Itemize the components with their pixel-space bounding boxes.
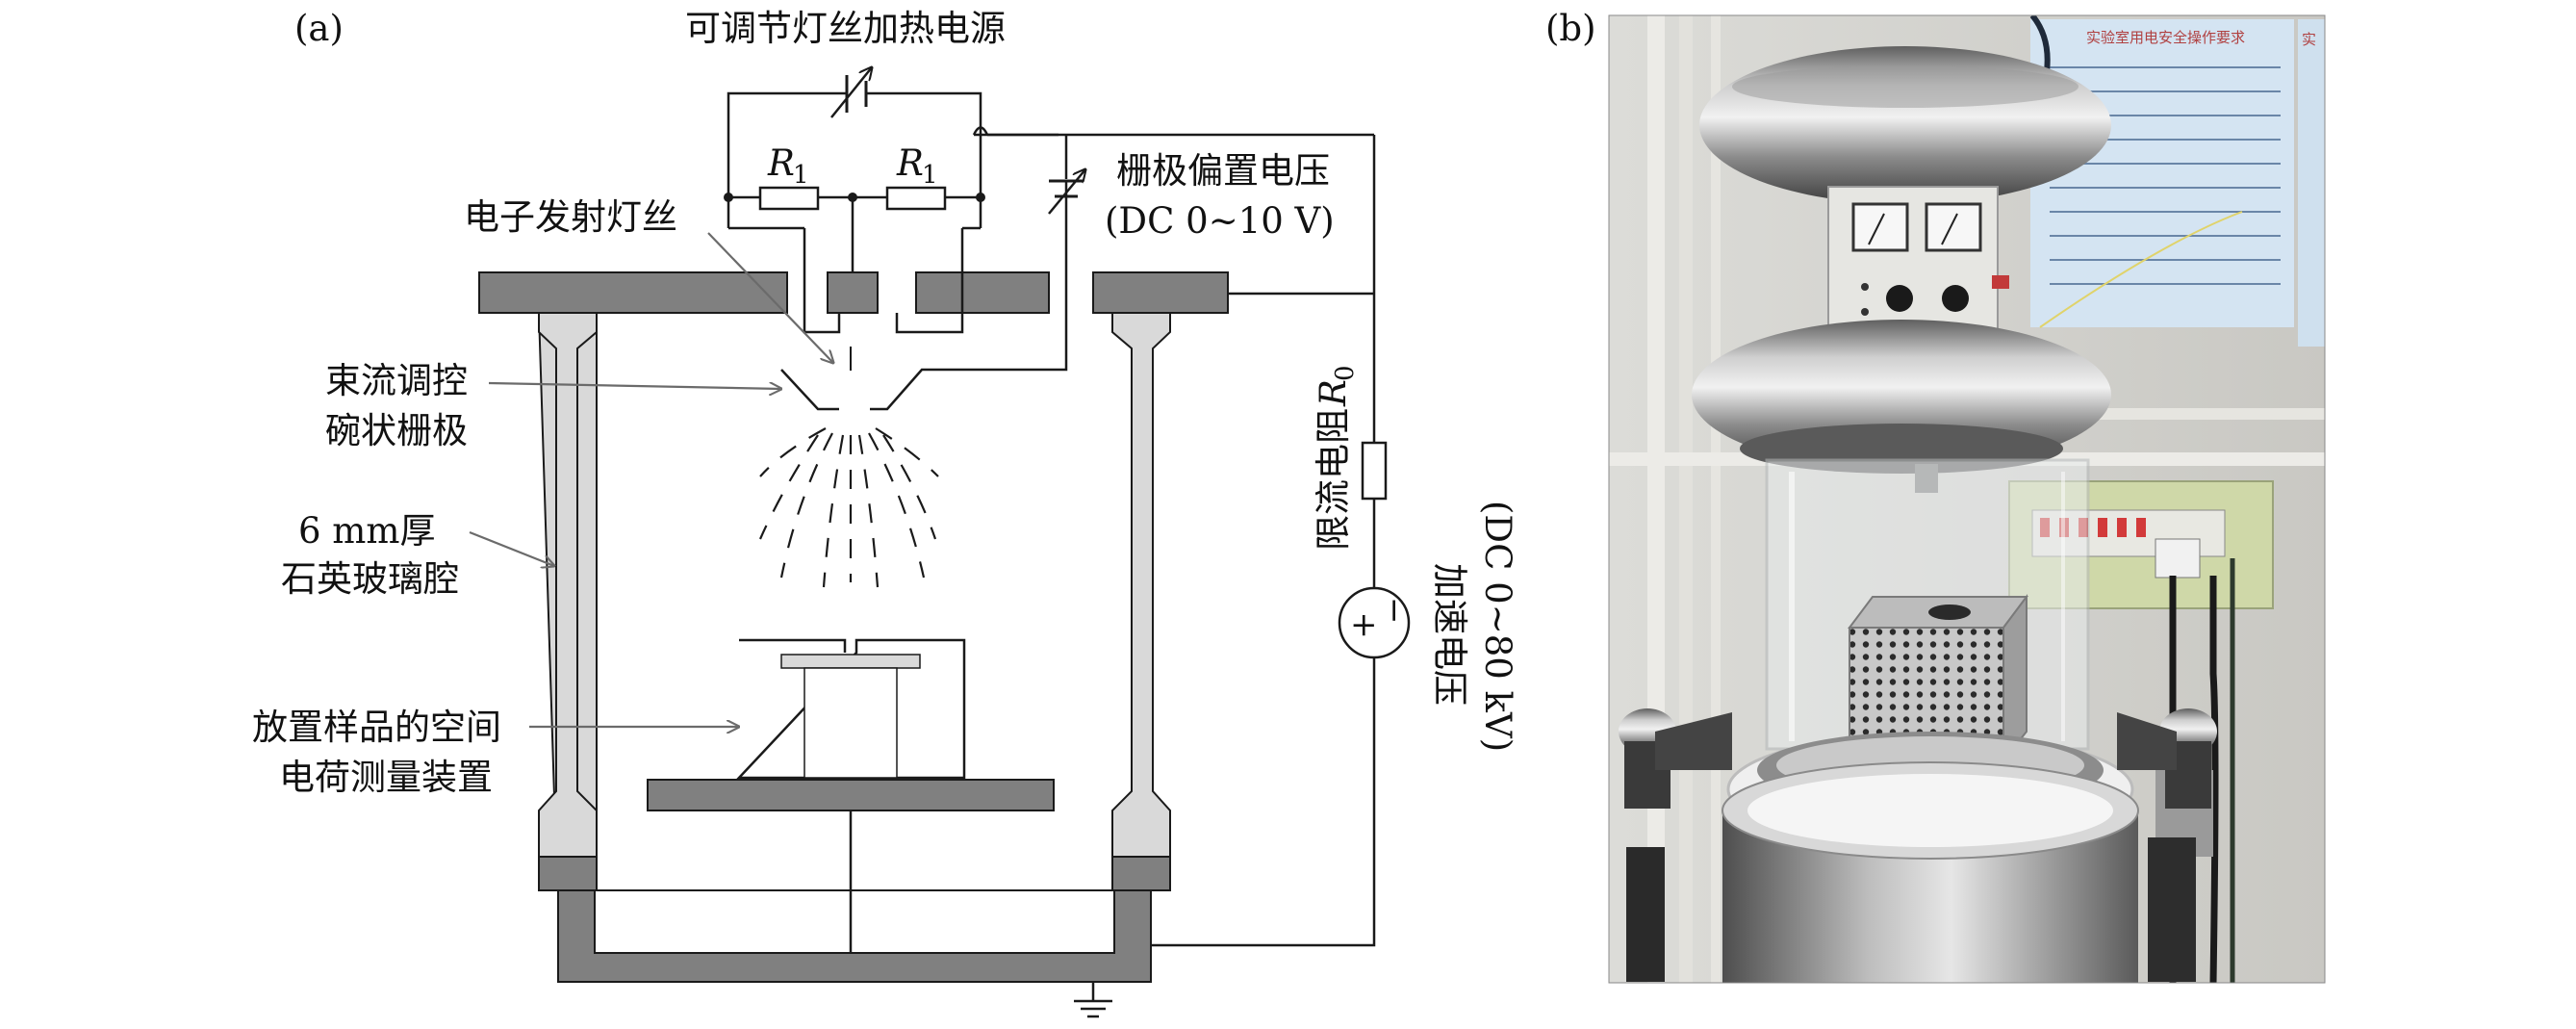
svg-text:1: 1	[922, 161, 938, 190]
accel-label-line2: (DC 0~80 kV)	[1477, 501, 1518, 752]
grid-bias-label-line2: (DC 0~10 V)	[1105, 200, 1335, 242]
svg-text:R: R	[896, 142, 924, 184]
svg-text:1: 1	[793, 161, 809, 190]
device-label-line2: 电荷测量装置	[279, 757, 493, 798]
filament-wire	[803, 228, 841, 334]
grid-label-line2: 碗状栅极	[325, 410, 468, 451]
poster-title-right: 实	[2302, 31, 2316, 48]
heater-supply-label: 可调节灯丝加热电源	[685, 8, 1006, 49]
grid-bias-label-line1: 栅极偏置电压	[1116, 150, 1330, 192]
device-label-line1: 放置样品的空间	[252, 707, 501, 748]
filament-label: 电子发射灯丝	[464, 196, 677, 238]
cavity-label-line2: 石英玻璃腔	[281, 558, 459, 600]
safety-poster	[2030, 19, 2294, 327]
r1-left-label: R 1	[767, 142, 809, 190]
panel-b: (b) 实验室用电安全操作要求	[1545, 8, 2326, 984]
sample-stage-plate	[647, 779, 1055, 811]
svg-text:0: 0	[1331, 365, 1360, 381]
cavity-pointer	[469, 530, 554, 566]
grid-pointer	[488, 383, 781, 389]
top-plate-right	[1092, 271, 1229, 314]
poster-title-left: 实验室用电安全操作要求	[2086, 29, 2245, 46]
heater-circuit	[727, 91, 847, 197]
cavity-right-wall-shape	[1111, 312, 1171, 858]
accel-voltage-label: 加速电压 (DC 0~80 kV)	[1429, 501, 1518, 752]
resistor-r1-left	[758, 186, 820, 211]
top-plate-right-inner	[915, 271, 1050, 314]
bowl-grid	[780, 369, 839, 411]
svg-text:限流电阻: 限流电阻	[1313, 408, 1354, 551]
panel-a: (a)	[252, 8, 1518, 1018]
svg-text:R: R	[1313, 379, 1354, 407]
cavity-label-line1: 6 mm厚	[298, 510, 435, 552]
resistor-r0	[1361, 441, 1388, 501]
source-minus-sign: −	[1375, 597, 1414, 625]
top-plate-center	[827, 271, 879, 314]
source-plus-sign: +	[1350, 605, 1378, 644]
top-plate-left	[478, 271, 788, 314]
accel-label-line1: 加速电压	[1429, 563, 1470, 706]
filament-pointer	[707, 232, 833, 363]
base-inner	[594, 889, 1115, 954]
svg-text:R: R	[767, 142, 795, 184]
grid-label-line1: 束流调控	[325, 360, 468, 401]
apparatus-photo: 实验室用电安全操作要求 实	[1608, 14, 2326, 984]
panel-b-tag: (b)	[1545, 8, 1596, 49]
r1-right-label: R 1	[896, 142, 938, 190]
panel-a-tag: (a)	[294, 8, 344, 49]
electron-beam	[758, 427, 939, 588]
resistor-r1-right	[885, 186, 947, 211]
r0-label: 限流电阻 R 0	[1313, 365, 1360, 551]
